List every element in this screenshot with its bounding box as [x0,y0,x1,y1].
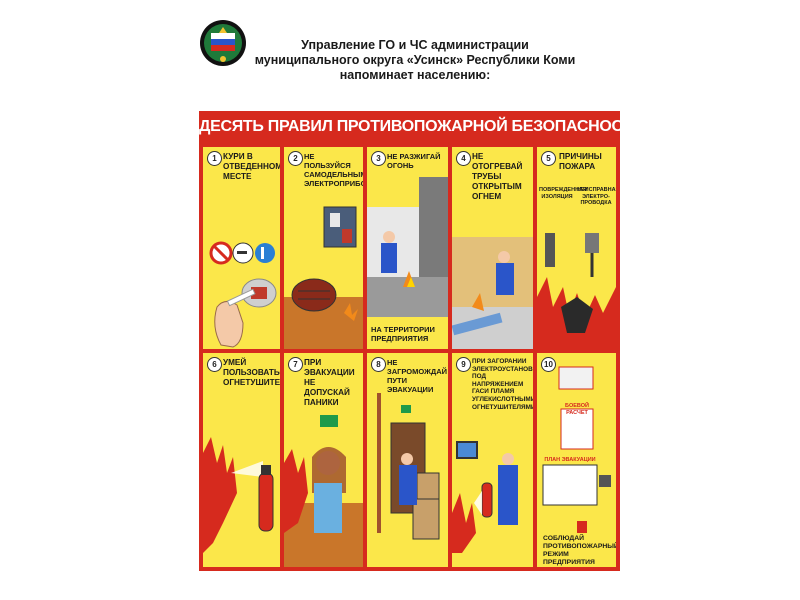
rule-number-9: 9 [456,357,471,372]
rule-10-board-combat-crew: БОЕВОЙ РАСЧЕТ [565,403,589,416]
poster-title: ДЕСЯТЬ ПРАВИЛ ПРОТИВОПОЖАРНОЙ БЕЗОПАСНОС… [199,118,644,135]
rule-cell-9: 9 ПРИ ЗАГОРАНИИ ЭЛЕКТРОУСТАНОВОК ПОД НАП… [452,353,533,567]
rule-bottom-text-3: НА ТЕРРИТОРИИ ПРЕДПРИЯТИЯ [371,325,435,343]
rule-text-7: ПРИ ЭВАКУАЦИИ НЕ ДОПУСКАЙ ПАНИКИ [304,358,355,407]
rule-number-3: 3 [371,151,386,166]
rule-text-2: НЕ ПОЛЬЗУЙСЯ САМОДЕЛЬНЫМИ ЭЛЕКТРОПРИБОРА… [304,152,363,188]
rule-10-board-evacuation-plan: ПЛАН ЭВАКУАЦИИ [544,457,596,463]
rule-number-6: 6 [207,357,222,372]
emblem-logo [199,15,247,71]
rule-text-3: НЕ РАЗЖИГАЙ ОГОНЬ [387,152,441,170]
rule-cell-1: 1 КУРИ В ОТВЕДЕННОМ МЕСТЕ [203,147,280,349]
rule-text-6: УМЕЙ ПОЛЬЗОВАТЬСЯ ОГНЕТУШИТЕЛЕМ [223,358,280,387]
rule-bottom-text-10: СОБЛЮДАЙ ПРОТИВОПОЖАРНЫЙ РЕЖИМ ПРЕДПРИЯТ… [543,535,616,566]
rule-text-1: КУРИ В ОТВЕДЕННОМ МЕСТЕ [223,152,280,181]
header-text: Управление ГО и ЧС администрации муницип… [250,38,580,83]
rule-text-9: ПРИ ЗАГОРАНИИ ЭЛЕКТРОУСТАНОВОК ПОД НАПРЯ… [472,358,533,411]
rule-cell-8: 8 НЕ ЗАГРОМОЖДАЙ ПУТИ ЭВАКУАЦИИ [367,353,448,567]
rule-cell-7: 7 ПРИ ЭВАКУАЦИИ НЕ ДОПУСКАЙ ПАНИКИ [284,353,363,567]
header-line-2: муниципального округа «Усинск» Республик… [254,53,576,67]
rule-cell-4: 4 НЕ ОТОГРЕВАЙ ТРУБЫ ОТКРЫТЫМ ОГНЕМ [452,147,533,349]
rule-number-5: 5 [541,151,556,166]
rule-number-2: 2 [288,151,303,166]
rule-text-4: НЕ ОТОГРЕВАЙ ТРУБЫ ОТКРЫТЫМ ОГНЕМ [472,152,523,201]
rule-5-cause-wiring: НЕИСПРАВНАЯ ЭЛЕКТРО-ПРОВОДКА [577,187,616,206]
header-line-3: напоминает населению: [339,68,491,82]
rule-number-4: 4 [456,151,471,166]
rule-number-7: 7 [288,357,303,372]
rule-cell-3: 3 НЕ РАЗЖИГАЙ ОГОНЬ НА ТЕРРИТОРИИ ПРЕДПР… [367,147,448,349]
rule-number-1: 1 [207,151,222,166]
rule-cell-2: 2 НЕ ПОЛЬЗУЙСЯ САМОДЕЛЬНЫМИ ЭЛЕКТРОПРИБО… [284,147,363,349]
rule-cell-6: 6 УМЕЙ ПОЛЬЗОВАТЬСЯ ОГНЕТУШИТЕЛЕМ [203,353,280,567]
rule-cell-5: 5 ПРИЧИНЫ ПОЖАРА ПОВРЕЖДЕННАЯ ИЗОЛЯЦИЯ Н… [537,147,616,349]
rule-number-8: 8 [371,357,386,372]
rule-5-cause-insulation: ПОВРЕЖДЕННАЯ ИЗОЛЯЦИЯ [539,187,587,200]
rule-number-10: 10 [541,357,556,372]
rule-text-5: ПРИЧИНЫ ПОЖАРА [559,152,602,171]
header-line-1: Управление ГО и ЧС администрации [301,38,529,52]
rule-text-8: НЕ ЗАГРОМОЖДАЙ ПУТИ ЭВАКУАЦИИ [387,358,448,394]
fire-safety-poster: ДЕСЯТЬ ПРАВИЛ ПРОТИВОПОЖАРНОЙ БЕЗОПАСНОС… [199,111,644,571]
rule-cell-10: 10 БОЕВОЙ РАСЧЕТ ПЛАН ЭВАКУАЦИИ СОБЛЮДАЙ… [537,353,616,567]
